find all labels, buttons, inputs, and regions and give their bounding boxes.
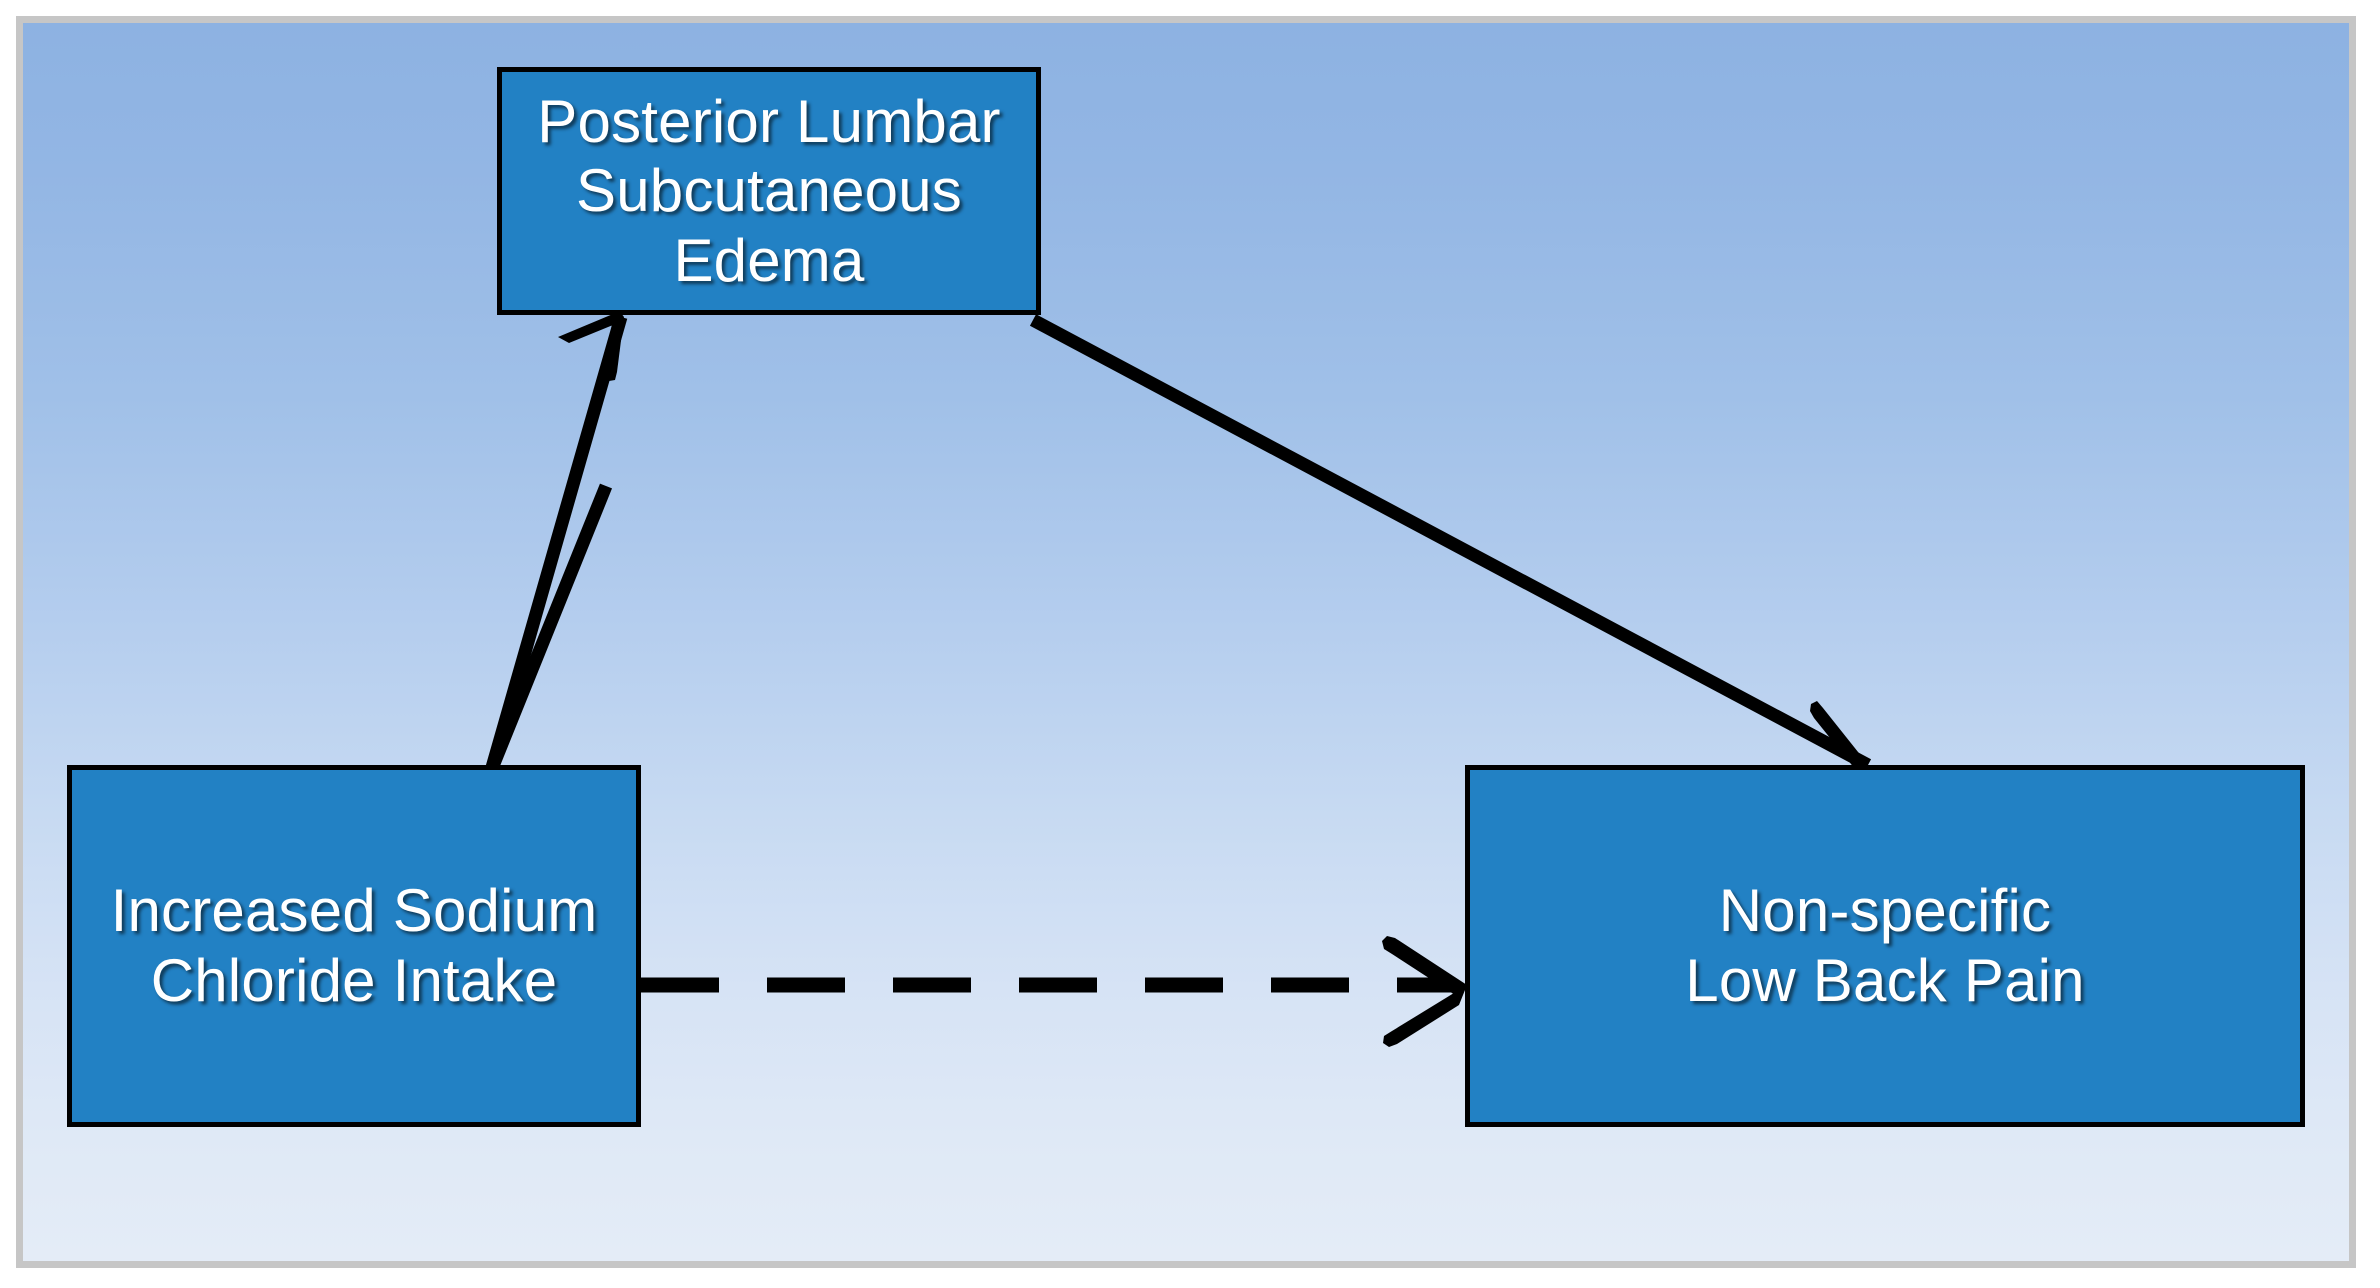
edge-sodium-to-pain [641, 936, 1467, 1047]
node-non-specific-low-back-pain[interactable]: Non-specific Low Back Pain [1465, 765, 2305, 1127]
node-label-sodium: Increased Sodium Chloride Intake [110, 877, 598, 1014]
diagram-frame: Posterior Lumbar Subcutaneous Edema Incr… [16, 16, 2356, 1268]
diagram-canvas: Posterior Lumbar Subcutaneous Edema Incr… [23, 23, 2349, 1261]
edge-edema-to-pain [1029, 314, 1872, 790]
node-increased-sodium-chloride-intake[interactable]: Increased Sodium Chloride Intake [67, 765, 641, 1127]
node-posterior-lumbar-subcutaneous-edema[interactable]: Posterior Lumbar Subcutaneous Edema [497, 67, 1041, 315]
edge-sodium-to-edema [484, 313, 628, 774]
node-label-edema: Posterior Lumbar Subcutaneous Edema [537, 87, 1001, 294]
node-label-pain: Non-specific Low Back Pain [1685, 877, 2085, 1014]
